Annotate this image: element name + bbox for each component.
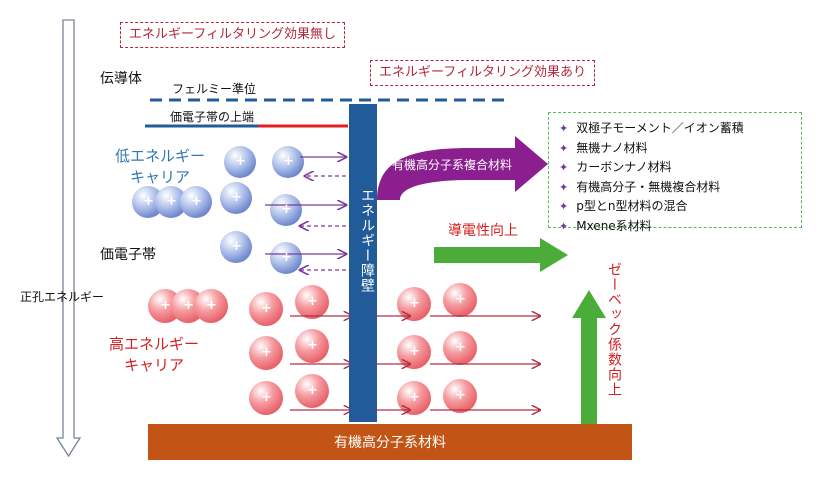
high-carrier — [443, 331, 477, 365]
no-filtering-label: エネルギーフィルタリング効果無し — [120, 22, 345, 48]
carrier-plus-sign: + — [261, 345, 272, 360]
conductivity-label: 導電性向上 — [448, 223, 518, 239]
carrier-plus-sign: + — [455, 388, 466, 403]
fermi-level-label: フェルミー準位 — [172, 82, 257, 96]
legend-item-label: 無機ナノ材料 — [576, 140, 648, 155]
legend-item: ✦ 有機高分子・無機複合材料 — [559, 178, 801, 198]
legend-item-label: カーボンナノ材料 — [576, 160, 672, 174]
seebeck-arrow — [572, 290, 606, 424]
high-carrier — [295, 374, 329, 408]
low-energy-carrier-label: 低エネルギー キャリア — [112, 146, 208, 188]
carrier-plus-sign: + — [206, 298, 217, 313]
carrier-plus-sign: + — [261, 301, 272, 316]
low-carrier — [272, 146, 304, 178]
composite-arrow-label: 有機高分子系複合材料 — [392, 158, 513, 172]
with-filtering-label: エネルギーフィルタリング効果あり — [370, 60, 595, 86]
carrier-plus-sign: + — [160, 298, 171, 313]
high-carrier — [194, 289, 228, 323]
carrier-plus-sign: + — [166, 194, 177, 209]
high-energy-carrier-label: 高エネルギー キャリア — [102, 334, 206, 376]
hole-energy-arrow — [55, 19, 82, 458]
carrier-plus-sign: + — [307, 383, 318, 398]
carrier-plus-sign: + — [455, 292, 466, 307]
conductivity-arrow — [434, 238, 568, 272]
legend-item: ✦ 双極子モーメント／イオン蓄積 — [559, 119, 801, 139]
carrier-plus-sign: + — [191, 194, 202, 209]
star-bullet-icon: ✦ — [559, 141, 569, 155]
low-carrier — [270, 242, 302, 274]
high-energy-line2: キャリア — [123, 356, 184, 374]
low-carrier — [155, 186, 187, 218]
carrier-plus-sign: + — [183, 298, 194, 313]
high-energy-carriers — [148, 283, 477, 415]
legend-box: ✦ 双極子モーメント／イオン蓄積 ✦ 無機ナノ材料 ✦ カーボンナノ材料 ✦ 有機高分子… — [548, 112, 802, 233]
low-carrier — [220, 231, 252, 263]
base-material-bar: 有機高分子系材料 — [148, 424, 632, 460]
low-carrier — [132, 186, 164, 218]
low-energy-carriers — [132, 146, 304, 274]
low-carrier — [270, 194, 302, 226]
legend-item-label: 双極子モーメント／イオン蓄積 — [576, 121, 744, 135]
carrier-plus-sign: + — [143, 194, 154, 209]
star-bullet-icon: ✦ — [559, 200, 569, 213]
seebeck-label: ゼーベック係数向上 — [606, 262, 622, 397]
high-energy-line1: 高エネルギー — [108, 335, 199, 353]
carrier-plus-sign: + — [235, 154, 246, 169]
high-carrier-arrows — [290, 316, 540, 410]
legend-item: ✦ p型とn型材料の混合 — [559, 197, 801, 217]
low-carrier — [180, 186, 212, 218]
low-carrier — [220, 182, 252, 214]
valence-band-label: 価電子帯 — [100, 247, 156, 263]
low-carrier — [224, 146, 256, 178]
high-carrier — [295, 329, 329, 363]
carrier-plus-sign: + — [409, 344, 420, 359]
legend-item-label: 有機高分子・無機複合材料 — [576, 179, 721, 194]
high-carrier — [443, 283, 477, 317]
high-carrier — [249, 292, 283, 326]
carrier-plus-sign: + — [409, 296, 420, 311]
carrier-plus-sign: + — [455, 340, 466, 355]
low-energy-line1: 低エネルギー — [114, 147, 205, 165]
high-carrier — [249, 336, 283, 370]
star-bullet-icon: ✦ — [559, 219, 569, 233]
composite-arrow — [377, 136, 548, 200]
star-bullet-icon: ✦ — [559, 122, 569, 135]
legend-item: ✦ カーボンナノ材料 — [559, 158, 801, 178]
legend-item: ✦ Mxene系材料 — [559, 217, 801, 237]
carrier-plus-sign: + — [281, 250, 292, 265]
legend-item-label: Mxene系材料 — [576, 218, 652, 233]
high-carrier — [249, 381, 283, 415]
carrier-plus-sign: + — [307, 294, 318, 309]
star-bullet-icon: ✦ — [559, 180, 569, 194]
energy-barrier: エネルギー障壁 — [349, 104, 377, 422]
hole-energy-label: 正孔エネルギー — [20, 290, 105, 304]
carrier-plus-sign: + — [261, 390, 272, 405]
carrier-plus-sign: + — [231, 239, 242, 254]
high-carrier — [295, 285, 329, 319]
high-carrier — [443, 379, 477, 413]
carrier-plus-sign: + — [283, 154, 294, 169]
valence-top-label: 価電子帯の上端 — [170, 110, 255, 124]
legend-item-label: p型とn型材料の混合 — [576, 199, 688, 213]
energy-barrier-label: エネルギー障壁 — [359, 188, 375, 293]
conduction-band-label: 伝導体 — [100, 71, 142, 87]
legend-item: ✦ 無機ナノ材料 — [559, 139, 801, 159]
base-material-label: 有機高分子系材料 — [334, 435, 446, 451]
low-carrier-arrows — [265, 157, 346, 270]
carrier-plus-sign: + — [281, 202, 292, 217]
star-bullet-icon: ✦ — [559, 161, 569, 174]
low-energy-line2: キャリア — [129, 168, 190, 186]
carrier-plus-sign: + — [409, 390, 420, 405]
carrier-plus-sign: + — [307, 338, 318, 353]
carrier-plus-sign: + — [231, 190, 242, 205]
